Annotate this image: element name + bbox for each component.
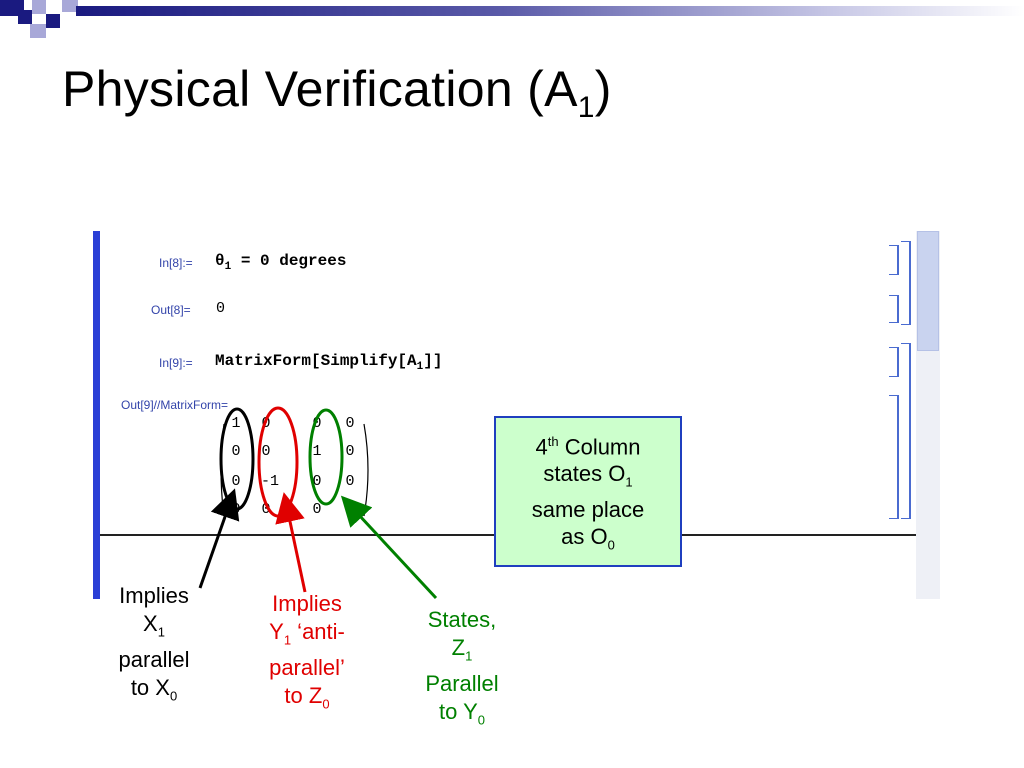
decor-square [62,0,78,12]
in9-label: In[9]:= [159,356,193,370]
note-subscript: 1 [157,624,165,640]
column3-ellipse [308,408,344,506]
note-line: to Z0 [242,682,372,718]
top-decoration [0,0,1024,40]
matrix-cell: 0 [312,415,322,432]
matrix-cell: -1 [260,473,279,490]
callout-line-4: as O0 [496,523,680,558]
note-line: Implies [119,583,189,608]
theta-symbol: θ [215,252,225,270]
cell-bracket[interactable] [889,245,899,275]
notebook-left-bar [93,231,100,599]
arrow-z [340,495,438,600]
decor-gradient-bar [76,6,1024,16]
note-line: Z1 [400,634,524,670]
cell-bracket[interactable] [889,395,899,519]
in8-label: In[8]:= [159,256,193,270]
cell-group-bracket[interactable] [901,241,911,325]
out8-label: Out[8]= [151,303,191,317]
note-line: Y1 ‘anti- [242,618,372,654]
note-text: to X [130,675,170,701]
out9-label: Out[9]//MatrixForm= [121,398,229,412]
note-line: to X0 [96,674,212,710]
in9-code-text: MatrixForm[Simplify[A [215,352,417,370]
cell-bracket[interactable] [889,295,899,323]
arrow-y [275,492,307,593]
out8-value: 0 [216,300,226,317]
note-subscript: 0 [477,712,485,728]
decor-square [30,24,46,38]
matrix-cell: 1 [312,443,322,460]
matrix-cell: 0 [312,473,322,490]
title-text: Physical Verification (A [62,61,578,117]
title-close: ) [594,61,612,117]
decor-square [18,10,32,24]
matrix-cell: 0 [231,473,241,490]
note-text: Z [451,635,466,660]
callout-text: Column [558,434,641,460]
note-text: X [143,611,158,636]
note-subscript: 1 [465,648,473,664]
callout-line-2: states O1 [496,460,680,495]
note-y-antiparallel: Implies Y1 ‘anti- parallel’ to Z0 [242,590,372,719]
title-subscript: 1 [577,91,595,124]
note-subscript: 0 [322,696,330,712]
column1-ellipse [219,407,255,511]
note-line: States, [427,607,497,632]
decor-square [32,0,46,14]
matrix-cell: 0 [345,415,355,432]
in9-code[interactable]: MatrixForm[Simplify[A1]] [215,352,442,373]
notebook-screenshot: In[8]:= θ1 = 0 degrees Out[8]= 0 In[9]:=… [93,231,940,599]
note-text: ‘anti- [291,619,345,644]
decor-square [46,14,60,28]
note-text: Y [269,619,284,644]
theta-subscript: 1 [224,261,232,274]
in9-code-subscript: 1 [416,361,424,374]
matrix-cell: 0 [345,473,355,490]
note-subscript: 1 [283,632,292,648]
callout-box: 4th Column states O1 same place as O0 [494,416,682,567]
matrix-cell: 0 [261,501,271,518]
callout-line-3: same place [531,496,645,522]
callout-superscript: th [547,434,559,449]
matrix-cell: 0 [231,443,241,460]
note-x-parallel: Implies X1 parallel to X0 [96,582,212,711]
note-line: parallel [118,647,190,673]
in8-code-rest: = 0 degrees [231,252,347,270]
notebook-scrollbar[interactable] [916,231,940,599]
callout-text: as O [561,523,608,549]
callout-number: 4 [535,434,548,460]
note-line: Parallel [425,671,499,697]
in8-code[interactable]: θ1 = 0 degrees [215,252,346,273]
matrix-right-paren [363,423,369,517]
cell-bracket[interactable] [889,347,899,377]
slide-title: Physical Verification (A1) [62,60,612,125]
callout-subscript: 0 [607,537,615,553]
note-subscript: 0 [169,688,178,704]
note-z-parallel: States, Z1 Parallel to Y0 [400,606,524,735]
callout-subscript: 1 [625,474,633,490]
scrollbar-thumb[interactable] [917,231,939,351]
note-line: parallel’ [269,655,345,681]
note-text: to Z [284,683,323,709]
column2-ellipse [257,406,299,518]
cell-group-bracket[interactable] [901,343,911,519]
arrow-x [198,488,240,589]
note-line: Implies [272,591,342,616]
matrix-cell: 0 [345,443,355,460]
callout-text: states O [543,461,626,487]
note-line: X1 [96,610,212,646]
matrix-cell: 0 [261,443,271,460]
callout-line-1: 4th Column [496,428,680,460]
matrix-cell: 1 [231,415,241,432]
note-text: to Y [439,699,478,725]
note-line: to Y0 [400,698,524,734]
in9-code-close: ]] [423,352,443,370]
matrix-cell: 0 [312,501,322,518]
